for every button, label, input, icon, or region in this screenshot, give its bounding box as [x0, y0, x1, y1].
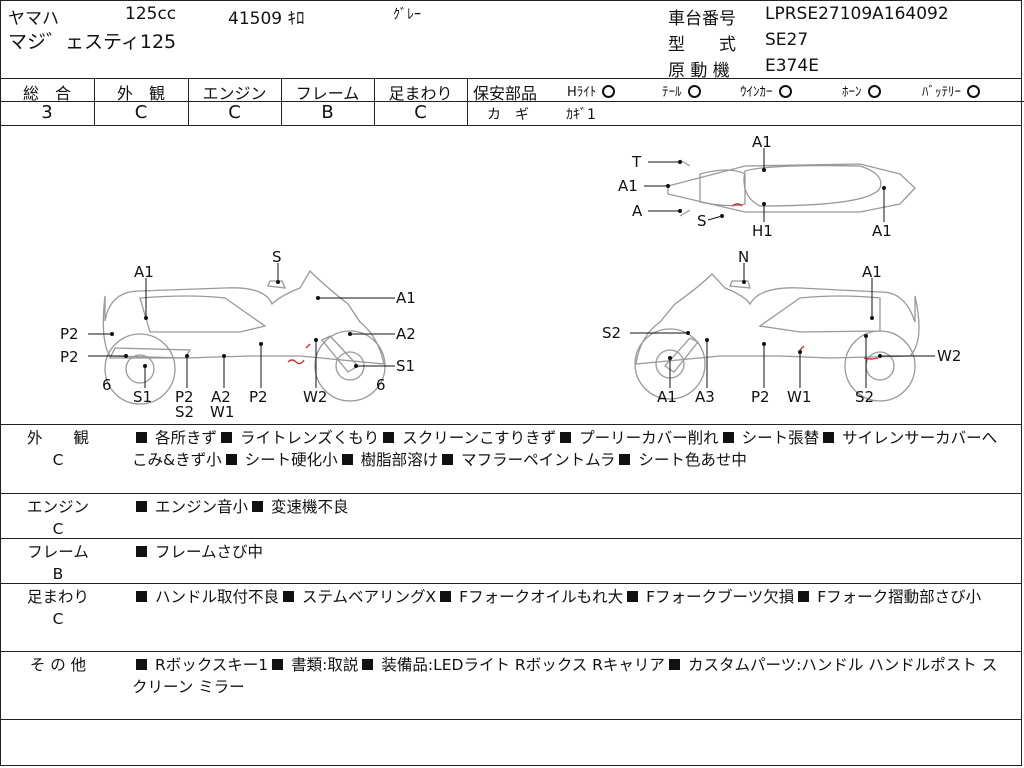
- key-label: カ ギ: [487, 107, 529, 123]
- section-items-engine: エンジン音小変速機不良: [132, 496, 1012, 518]
- dmg-label: N: [738, 248, 749, 266]
- left-rear-wheel: [104, 333, 176, 405]
- dmg-label: A2: [396, 325, 416, 343]
- dmg-label: P2: [60, 348, 79, 366]
- dmg-label: W1: [210, 403, 234, 421]
- dmg-label: S2: [855, 388, 874, 406]
- safety-label: 保安部品: [473, 84, 538, 103]
- grade-header-exterior: 外 観: [116, 84, 165, 103]
- frame-no-label: 車台番号: [668, 9, 736, 29]
- dmg-label: S: [697, 212, 707, 230]
- left-body-outline: [102, 269, 385, 365]
- dmg-label: A: [632, 202, 643, 220]
- dmg-label: A1: [618, 177, 638, 195]
- safety-tail: ﾃｰﾙ: [662, 81, 701, 100]
- section-label-other: そ の 他: [29, 656, 87, 674]
- ok-circle-icon: [602, 85, 616, 98]
- dmg-label: P2: [175, 388, 194, 406]
- section-items-frame: フレームさび中: [132, 541, 1012, 563]
- safety-headlight: Hﾗｲﾄ: [567, 81, 616, 100]
- type-value: SE27: [765, 30, 809, 50]
- dmg-label: A1: [134, 263, 154, 281]
- dmg-label: 6: [102, 376, 112, 394]
- top-view-outline: [667, 163, 916, 213]
- grade-suspension: C: [414, 102, 427, 123]
- ok-circle-icon: [778, 85, 792, 98]
- engine-label: 原 動 機: [668, 61, 730, 81]
- frame-no: LPRSE27109A164092: [765, 4, 949, 24]
- key-value: ｶｷﾞ1: [566, 107, 596, 123]
- right-front-wheel: [634, 328, 706, 400]
- dmg-label: A3: [695, 388, 715, 406]
- grade-exterior: C: [134, 102, 148, 123]
- grade-total: 3: [41, 102, 53, 123]
- dmg-label: S1: [396, 357, 415, 375]
- dmg-label: P2: [751, 388, 770, 406]
- model-name: マジ゛ェスティ125: [8, 31, 177, 53]
- dmg-label: H1: [752, 222, 773, 240]
- dmg-label: A1: [396, 289, 416, 307]
- dmg-label: A2: [211, 388, 231, 406]
- grade-header-total: 総 合: [22, 84, 71, 103]
- dmg-label: W2: [303, 388, 327, 406]
- dmg-label: S2: [602, 324, 621, 342]
- maker: ヤマハ: [8, 9, 59, 29]
- dmg-label: 6: [376, 376, 386, 394]
- safety-battery: ﾊﾞｯﾃﾘｰ: [922, 81, 980, 100]
- dmg-label: S2: [175, 403, 194, 421]
- grade-header-suspension: 足まわり: [388, 84, 453, 103]
- safety-horn: ﾎｰﾝ: [842, 81, 881, 100]
- grade-header-engine: エンジン: [202, 84, 267, 103]
- dmg-label: W2: [937, 347, 961, 365]
- ok-circle-icon: [867, 85, 881, 98]
- dmg-label: S1: [133, 388, 152, 406]
- ok-circle-icon: [967, 85, 980, 98]
- dmg-label: A1: [752, 133, 772, 151]
- grade-frame: B: [321, 102, 334, 123]
- dmg-label: P2: [249, 388, 268, 406]
- body-color: ｸﾞﾚｰ: [393, 7, 421, 23]
- dmg-label: A1: [872, 222, 892, 240]
- scooter-diagram: A1 S A1 P2 A2 P2 S1 6 6 S1 P2 A2 P2 W2 S…: [60, 133, 961, 421]
- dmg-label: P2: [60, 325, 79, 343]
- grade-engine: C: [228, 102, 241, 123]
- dmg-label: A1: [657, 388, 677, 406]
- engine-value: E374E: [765, 56, 819, 76]
- displacement: 125cc: [125, 4, 177, 24]
- ok-circle-icon: [687, 85, 701, 98]
- section-items-exterior: 各所きずライトレンズくもりスクリーンこすりきずプーリーカバー削れシート張替サイレ…: [132, 429, 998, 469]
- mileage: 41509 ｷﾛ: [228, 9, 305, 29]
- dmg-label: S: [272, 248, 282, 266]
- dmg-label: W1: [787, 388, 811, 406]
- grade-header-frame: フレーム: [295, 84, 360, 103]
- safety-winker: ｳｲﾝｶｰ: [740, 81, 792, 100]
- dmg-label: T: [631, 153, 642, 171]
- type-label: 型 式: [668, 35, 736, 55]
- dmg-label: A1: [862, 263, 882, 281]
